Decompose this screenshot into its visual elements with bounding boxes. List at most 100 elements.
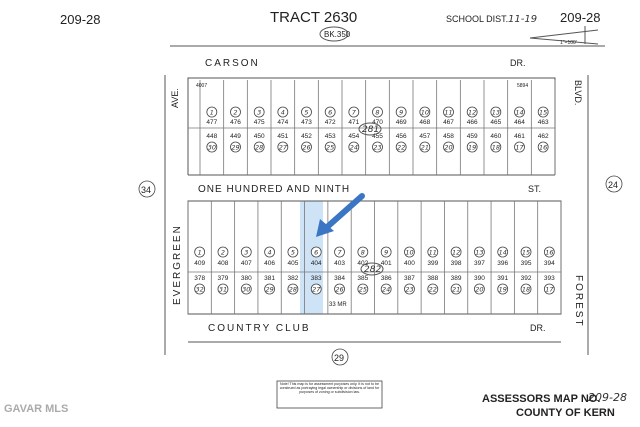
lot-number: 25 bbox=[326, 144, 334, 152]
parcel-number: 467 bbox=[443, 119, 454, 126]
parcel-number: 390 bbox=[474, 275, 485, 282]
lot-number-circle bbox=[474, 246, 485, 258]
lot-number: 19 bbox=[468, 144, 476, 152]
school-dist-label: SCHOOL DIST. bbox=[446, 14, 508, 24]
lot-number-circle bbox=[334, 283, 345, 295]
lot-number-circle bbox=[537, 141, 549, 153]
parcel-number: 462 bbox=[538, 133, 549, 140]
parcel-number: 459 bbox=[467, 133, 478, 140]
parcel-number: 380 bbox=[241, 275, 252, 282]
lot-number-circle bbox=[520, 283, 532, 295]
lot-number-circle bbox=[404, 246, 415, 258]
lot-number-circle bbox=[348, 141, 360, 153]
lot-number-circle bbox=[466, 141, 478, 153]
parcel-number: 406 bbox=[264, 260, 275, 267]
lot-number: 23 bbox=[373, 144, 381, 152]
lot-number: 1 bbox=[198, 249, 202, 257]
lot-number-circle bbox=[450, 283, 462, 295]
lot-number-circle bbox=[514, 106, 525, 118]
parcel-number: 475 bbox=[254, 119, 265, 126]
lot-number: 21 bbox=[421, 144, 429, 152]
parcel-number: 387 bbox=[404, 275, 415, 282]
lot-number-circle bbox=[380, 283, 392, 295]
parcel-number: 384 bbox=[334, 275, 345, 282]
lot-number: 26 bbox=[335, 286, 343, 294]
disclaimer: Note! This map is for assessment purpose… bbox=[280, 382, 379, 394]
lot-number-circle bbox=[240, 283, 252, 295]
lot-number-circle bbox=[230, 106, 241, 118]
parcel-number: 463 bbox=[538, 119, 549, 126]
parcel-number: 393 bbox=[544, 275, 555, 282]
street-hundred-ninth-suffix: ST. bbox=[528, 184, 541, 194]
lot-number-circle bbox=[230, 141, 241, 153]
lot-number: 28 bbox=[289, 286, 297, 294]
lot-number-circle bbox=[253, 106, 265, 118]
parcel-number: 465 bbox=[490, 119, 501, 126]
lot-number-circle bbox=[380, 246, 392, 258]
lot-number: 24 bbox=[350, 144, 358, 152]
lot-number: 15 bbox=[522, 249, 530, 257]
parcel-number: 457 bbox=[419, 133, 430, 140]
parcel-number: 383 bbox=[311, 275, 322, 282]
parcel-number: 396 bbox=[497, 260, 508, 267]
lot-number-circle bbox=[310, 246, 322, 258]
parcel-number: 395 bbox=[521, 260, 532, 267]
parcel-number: 448 bbox=[206, 133, 217, 140]
lot-number: 14 bbox=[515, 109, 523, 117]
street-country-club: COUNTRY CLUB bbox=[208, 323, 311, 334]
lot-number-circle bbox=[543, 246, 555, 258]
parcel-number: 404 bbox=[311, 260, 322, 267]
parcel-number: 388 bbox=[427, 275, 438, 282]
lot-number-circle bbox=[474, 283, 485, 295]
lot-number-circle bbox=[240, 246, 252, 258]
lot-number-circle bbox=[217, 246, 229, 258]
lot-number: 10 bbox=[405, 249, 413, 257]
lot-number: 4 bbox=[281, 109, 285, 117]
parcel-number: 409 bbox=[194, 260, 205, 267]
lot-number: 8 bbox=[375, 109, 379, 117]
parcel-number: 382 bbox=[287, 275, 298, 282]
lot-number-circle bbox=[419, 141, 431, 153]
lot-number-circle bbox=[537, 106, 549, 118]
lot-number: 9 bbox=[384, 249, 388, 257]
parcel-number: 453 bbox=[325, 133, 336, 140]
lot-number: 1 bbox=[210, 109, 214, 117]
map-number-left: 209-28 bbox=[60, 12, 100, 27]
lot-number-circle bbox=[427, 246, 439, 258]
parcel-number: 452 bbox=[301, 133, 312, 140]
lot-number-circle bbox=[194, 246, 206, 258]
parcel-number: 394 bbox=[544, 260, 555, 267]
lot-number-circle bbox=[520, 246, 532, 258]
lot-number: 18 bbox=[522, 286, 530, 294]
lot-number: 20 bbox=[444, 144, 452, 152]
parcel-number: 403 bbox=[334, 260, 345, 267]
county-name: COUNTY OF KERN bbox=[516, 407, 615, 419]
top-block-lots: 1477448302476449293475450284474451275473… bbox=[199, 80, 556, 175]
route-marker-bottom-text: 29 bbox=[334, 353, 344, 363]
lot-number: 23 bbox=[405, 286, 413, 294]
school-dist-value: 11-19 bbox=[508, 14, 537, 25]
lot-number-circle bbox=[497, 283, 509, 295]
parcel-number: 407 bbox=[241, 260, 252, 267]
lot-number: 4 bbox=[268, 249, 272, 257]
parcel-number: 399 bbox=[427, 260, 438, 267]
bottom-block-lots: 1409378322408379313407380304406381295405… bbox=[187, 201, 562, 314]
lot-number-circle bbox=[264, 283, 275, 295]
lot-number: 7 bbox=[352, 109, 357, 117]
lot-number: 30 bbox=[242, 286, 250, 294]
street-blvd: BLVD. bbox=[573, 80, 583, 105]
parcel-number: 389 bbox=[451, 275, 462, 282]
parcel-number: 474 bbox=[277, 119, 288, 126]
lot-number: 29 bbox=[265, 286, 273, 294]
lot-number: 10 bbox=[421, 109, 429, 117]
parcel-number: 476 bbox=[230, 119, 241, 126]
parcel-number: 405 bbox=[287, 260, 298, 267]
lot-number: 29 bbox=[231, 144, 239, 152]
lot-number: 22 bbox=[429, 286, 437, 294]
route-marker-left-text: 34 bbox=[141, 185, 151, 195]
route-marker-right-text: 24 bbox=[608, 180, 618, 190]
lot-number: 16 bbox=[539, 144, 547, 152]
map-number-right: 209-28 bbox=[560, 10, 600, 25]
lot-number-circle bbox=[514, 141, 525, 153]
